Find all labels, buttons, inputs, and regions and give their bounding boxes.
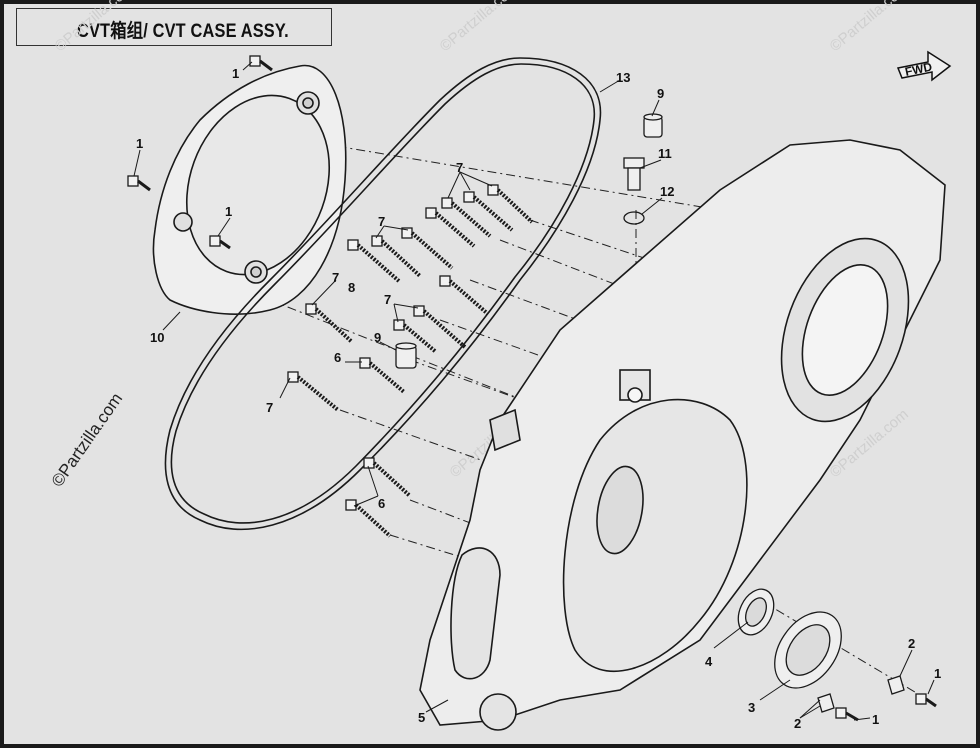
washer-icon (817, 693, 835, 713)
callout-label: 7 (384, 292, 391, 307)
bolt-icon (363, 457, 412, 498)
callout-label: 7 (378, 214, 385, 229)
bolt-icon (371, 235, 422, 278)
washer-icon (887, 675, 905, 695)
leader-lines (133, 61, 935, 721)
bolt-icon (441, 197, 492, 238)
bolt-icon (487, 184, 534, 224)
callout-label: 9 (657, 86, 664, 101)
callout-label: 3 (748, 700, 755, 715)
drain-plug-icon (623, 157, 645, 191)
callout-label: 6 (378, 496, 385, 511)
callout-label: 1 (225, 204, 232, 219)
callout-labels: 1 1 1 1 1 2 2 3 4 5 6 6 7 7 7 7 7 8 9 9 … (136, 66, 941, 731)
bolt-icon (249, 55, 273, 72)
callout-label: 11 (658, 146, 672, 161)
bolt-icon (401, 227, 454, 270)
callout-label: 1 (934, 666, 941, 681)
part-13-gasket (164, 57, 602, 531)
watermark: ©Partzilla.com (52, 0, 137, 55)
bolt-icon (835, 707, 859, 722)
bolt-icon (463, 191, 514, 232)
callout-label: 9 (374, 330, 381, 345)
watermark: ©Partzilla.com (437, 0, 522, 55)
callout-label: 1 (136, 136, 143, 151)
callout-label: 13 (616, 70, 630, 85)
callout-label: 2 (908, 636, 915, 651)
dowel-pin-icon (395, 342, 417, 369)
bolt-icon (305, 303, 354, 344)
bolt-icon (425, 207, 476, 248)
callout-label: 7 (332, 270, 339, 285)
diagram-title: CVT箱组/ CVT CASE ASSY. (77, 21, 289, 42)
bolts (127, 55, 937, 722)
callout-label: 6 (334, 350, 341, 365)
title-box: CVT箱组/ CVT CASE ASSY. (16, 8, 332, 46)
washer-icon (623, 211, 645, 225)
callout-label: 7 (266, 400, 273, 415)
fwd-arrow-icon: FWD (896, 50, 952, 82)
callout-label: 8 (348, 280, 355, 295)
dowel-pin-icon (643, 113, 663, 138)
bolt-icon (439, 275, 490, 316)
fwd-label: FWD (904, 59, 934, 78)
bolt-icon (359, 357, 406, 394)
bolt-icon (209, 235, 231, 250)
copyright-text: ©Partzilla.com (48, 389, 127, 490)
callout-label: 10 (150, 330, 164, 345)
bolt-icon (287, 371, 340, 412)
callout-label: 12 (660, 184, 674, 199)
callout-label: 1 (872, 712, 879, 727)
part-5-cvt-case (419, 139, 946, 731)
bolt-icon (393, 319, 438, 354)
part-10-cover (152, 64, 347, 315)
callout-label: 7 (456, 160, 463, 175)
callout-label: 1 (232, 66, 239, 81)
bolt-icon (915, 693, 937, 708)
callout-label: 5 (418, 710, 425, 725)
callout-label: 2 (794, 716, 801, 731)
bolt-icon (347, 239, 402, 284)
bolt-icon (413, 305, 468, 350)
callout-label: 4 (705, 654, 713, 669)
bolt-icon (127, 175, 151, 192)
watermark: ©Partzilla.com (827, 0, 912, 55)
